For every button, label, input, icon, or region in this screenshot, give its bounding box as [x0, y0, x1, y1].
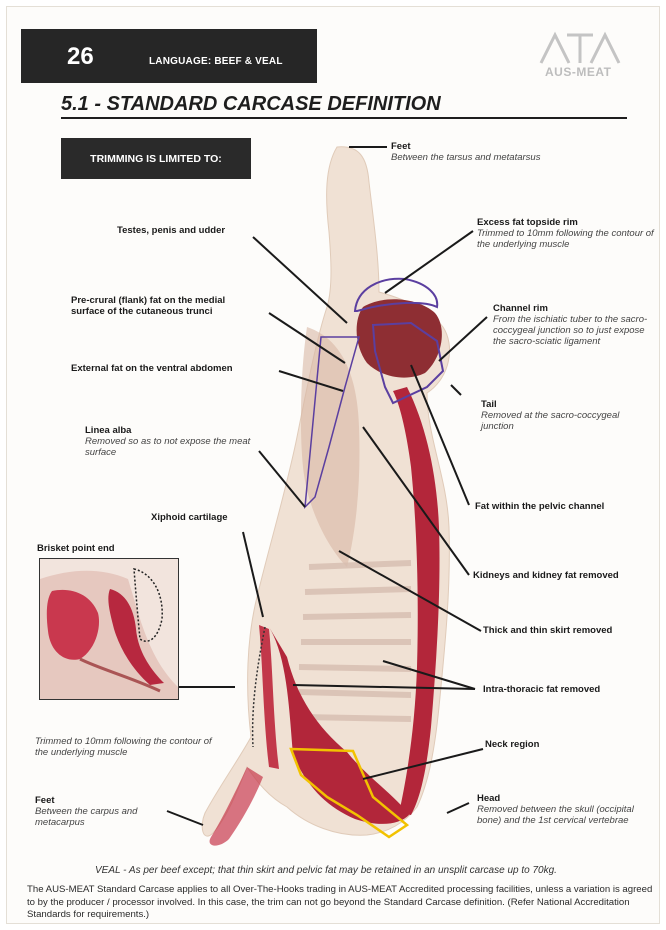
label-title: Feet [391, 141, 591, 152]
label-desc: Between the tarsus and metatarsus [391, 152, 591, 163]
label-excess-fat: Excess fat topside rim Trimmed to 10mm f… [477, 217, 657, 250]
label-linea-alba: Linea alba Removed so as to not expose t… [85, 425, 265, 458]
inset-title: Brisket point end [37, 543, 115, 554]
label-intra-thoracic: Intra-thoracic fat removed [483, 684, 659, 695]
label-skirt: Thick and thin skirt removed [483, 625, 659, 636]
footer-paragraph: The AUS-MEAT Standard Carcase applies to… [27, 884, 657, 922]
label-pelvic-fat: Fat within the pelvic channel [475, 501, 655, 512]
label-title: Thick and thin skirt removed [483, 625, 659, 636]
label-precrural: Pre-crural (flank) fat on the medial sur… [71, 295, 261, 317]
label-neck: Neck region [485, 739, 635, 750]
label-desc: Removed so as to not expose the meat sur… [85, 436, 265, 458]
page: 26 LANGUAGE: BEEF & VEAL AUS-MEAT 5.1 - … [6, 6, 660, 924]
brisket-inset-illustration [40, 559, 179, 700]
label-tail: Tail Removed at the sacro-coccygeal junc… [481, 399, 631, 432]
label-title: Feet [35, 795, 165, 806]
label-title: External fat on the ventral abdomen [71, 363, 281, 374]
label-external-fat: External fat on the ventral abdomen [71, 363, 281, 374]
label-desc: From the ischiatic tuber to the sacro-co… [493, 314, 659, 347]
label-title: Pre-crural (flank) fat on the medial sur… [71, 295, 261, 317]
label-desc: Removed between the skull (occipital bon… [477, 804, 659, 826]
label-title: Head [477, 793, 659, 804]
label-title: Xiphoid cartilage [151, 512, 271, 523]
label-desc: Trimmed to 10mm following the contour of… [477, 228, 657, 250]
label-title: Tail [481, 399, 631, 410]
label-title: Intra-thoracic fat removed [483, 684, 659, 695]
label-title: Neck region [485, 739, 635, 750]
label-title: Excess fat topside rim [477, 217, 657, 228]
label-title: Channel rim [493, 303, 659, 314]
label-title: Kidneys and kidney fat removed [473, 570, 659, 581]
label-testes: Testes, penis and udder [117, 225, 267, 236]
label-xiphoid: Xiphoid cartilage [151, 512, 271, 523]
label-title: Fat within the pelvic channel [475, 501, 655, 512]
label-feet-fore: Feet Between the carpus and metacarpus [35, 795, 165, 828]
label-desc: Removed at the sacro-coccygeal junction [481, 410, 631, 432]
label-desc: Between the carpus and metacarpus [35, 806, 165, 828]
label-kidneys: Kidneys and kidney fat removed [473, 570, 659, 581]
inset-caption: Trimmed to 10mm following the contour of… [35, 736, 215, 758]
label-channel-rim: Channel rim From the ischiatic tuber to … [493, 303, 659, 347]
label-feet-hind: Feet Between the tarsus and metatarsus [391, 141, 591, 163]
label-title: Linea alba [85, 425, 265, 436]
brisket-inset-photo [39, 558, 179, 700]
label-title: Testes, penis and udder [117, 225, 267, 236]
label-head: Head Removed between the skull (occipita… [477, 793, 659, 826]
veal-note: VEAL - As per beef except; that thin ski… [95, 865, 557, 876]
